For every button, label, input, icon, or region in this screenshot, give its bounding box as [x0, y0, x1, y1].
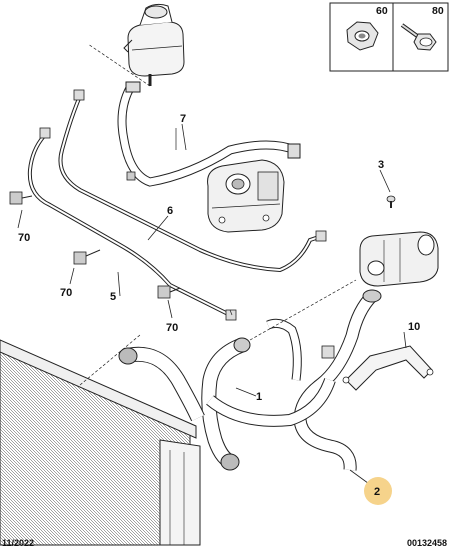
pipe-6	[58, 89, 327, 273]
callout-6: 6	[167, 205, 173, 217]
callout-70-middle: 70	[60, 287, 72, 299]
hose-2	[293, 289, 382, 471]
pipe-5	[27, 127, 237, 321]
clip-70-left	[9, 191, 33, 205]
callout-80: 80	[432, 5, 444, 17]
bolt-icon	[400, 23, 437, 51]
callout-70-left: 70	[18, 232, 30, 244]
callout-1: 1	[256, 391, 262, 403]
callout-5: 5	[110, 291, 116, 303]
hose-1	[201, 318, 336, 471]
upper-radiator-hose	[118, 346, 205, 422]
clip-70-right	[157, 285, 181, 299]
footer-date: 11/2022	[2, 538, 35, 548]
nut-icon	[346, 21, 379, 51]
bracket-10	[342, 345, 434, 391]
callout-60: 60	[376, 5, 388, 17]
callout-2-badge: 2	[364, 477, 392, 505]
callout-7: 7	[180, 113, 186, 125]
screw-3	[386, 195, 396, 208]
hose-7	[117, 81, 301, 187]
expansion-tank	[123, 3, 185, 86]
radiator	[0, 339, 201, 546]
thermostat-housing	[359, 231, 439, 287]
leader-lines	[79, 43, 357, 386]
clip-70-middle	[73, 249, 101, 265]
callout-70-right: 70	[166, 322, 178, 334]
hardware-box: 60 80	[329, 2, 449, 72]
footer-reference: 00132458	[406, 538, 447, 548]
callout-10: 10	[408, 321, 420, 333]
callout-2: 2	[374, 486, 380, 498]
egr-valve	[207, 159, 285, 233]
callout-3: 3	[378, 159, 384, 171]
